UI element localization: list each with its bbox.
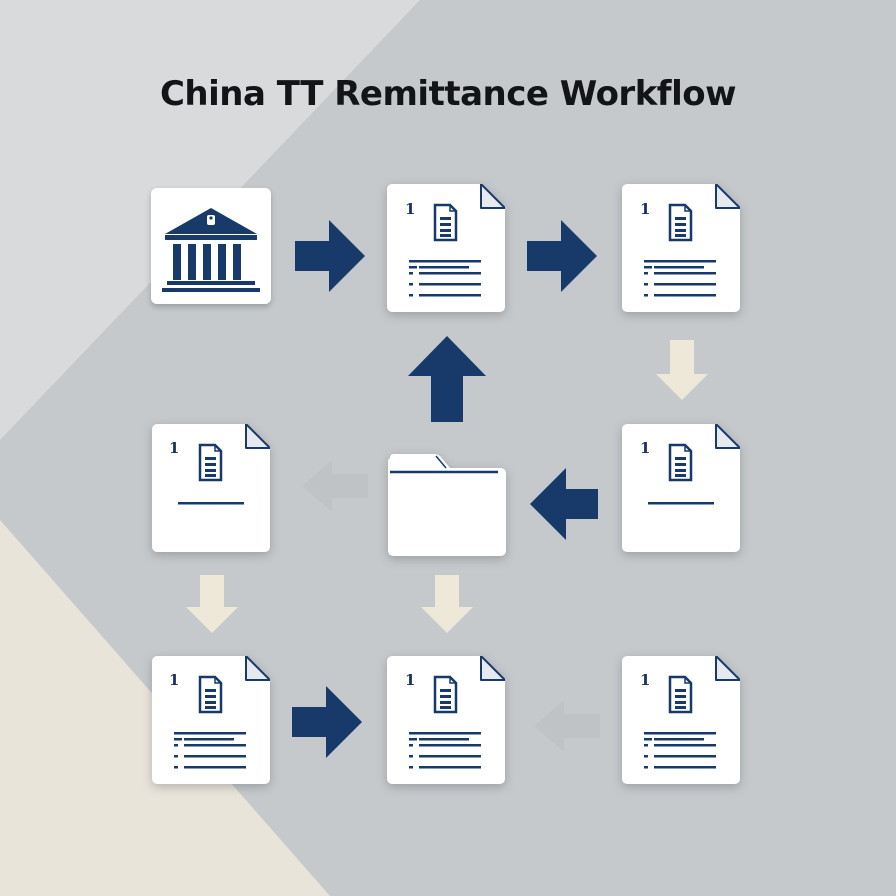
document-icon bbox=[668, 203, 693, 242]
text-lines bbox=[644, 260, 716, 297]
node-doc-row3-col2: 1 bbox=[387, 656, 505, 784]
document-icon bbox=[433, 675, 458, 714]
document-card-graphic bbox=[387, 184, 505, 312]
signature-line bbox=[648, 502, 714, 505]
document-icon bbox=[433, 203, 458, 242]
folded-corner bbox=[715, 184, 740, 209]
folded-corner bbox=[715, 656, 740, 681]
card-number: 1 bbox=[169, 439, 180, 457]
arrow-right bbox=[527, 220, 597, 292]
text-lines bbox=[409, 732, 481, 769]
text-lines bbox=[644, 732, 716, 769]
card-page bbox=[152, 656, 270, 784]
bank-icon bbox=[162, 208, 260, 292]
document-icon bbox=[668, 675, 693, 714]
arrow-down-cream bbox=[421, 575, 473, 633]
card-number: 1 bbox=[640, 439, 651, 457]
arrow-right bbox=[295, 220, 365, 292]
folded-corner bbox=[245, 656, 270, 681]
node-doc-row3-col3: 1 bbox=[622, 656, 740, 784]
folded-corner bbox=[715, 424, 740, 449]
signature-line bbox=[178, 502, 244, 505]
card-page bbox=[622, 184, 740, 312]
node-doc-row2-col3: 1 bbox=[622, 424, 740, 552]
document-card-graphic bbox=[622, 424, 740, 552]
folded-corner bbox=[480, 656, 505, 681]
node-doc-row2-col1: 1 bbox=[152, 424, 270, 552]
card-page bbox=[622, 656, 740, 784]
document-card-graphic bbox=[152, 424, 270, 552]
card-number: 1 bbox=[169, 671, 180, 689]
node-doc-row1-col3: 1 bbox=[622, 184, 740, 312]
node-doc-row1-col2: 1 bbox=[387, 184, 505, 312]
arrow-down-cream bbox=[186, 575, 238, 633]
node-doc-row3-col1: 1 bbox=[152, 656, 270, 784]
node-bank bbox=[151, 188, 271, 304]
card-number: 1 bbox=[405, 671, 416, 689]
card-page bbox=[152, 424, 270, 552]
folded-corner bbox=[245, 424, 270, 449]
document-card-graphic bbox=[152, 656, 270, 784]
document-icon bbox=[198, 675, 223, 714]
arrow-right bbox=[292, 686, 362, 758]
arrow-down-cream bbox=[656, 340, 708, 400]
card-page bbox=[387, 656, 505, 784]
document-icon bbox=[668, 443, 693, 482]
card-number: 1 bbox=[640, 200, 651, 218]
ghost-arrow-left bbox=[534, 700, 600, 752]
arrow-left bbox=[530, 468, 598, 540]
card-number: 1 bbox=[640, 671, 651, 689]
document-card-graphic bbox=[387, 656, 505, 784]
card-number: 1 bbox=[405, 200, 416, 218]
folded-corner bbox=[480, 184, 505, 209]
document-icon bbox=[198, 443, 223, 482]
document-card-graphic bbox=[622, 184, 740, 312]
text-lines bbox=[409, 260, 481, 297]
folder-icon bbox=[388, 454, 506, 556]
diagram-title: China TT Remittance Workflow bbox=[159, 74, 737, 114]
card-page bbox=[387, 184, 505, 312]
document-card-graphic bbox=[622, 656, 740, 784]
node-folder bbox=[386, 452, 508, 558]
card-page bbox=[622, 424, 740, 552]
ghost-arrow-left bbox=[302, 460, 368, 512]
text-lines bbox=[174, 732, 246, 769]
arrow-up bbox=[408, 336, 486, 422]
